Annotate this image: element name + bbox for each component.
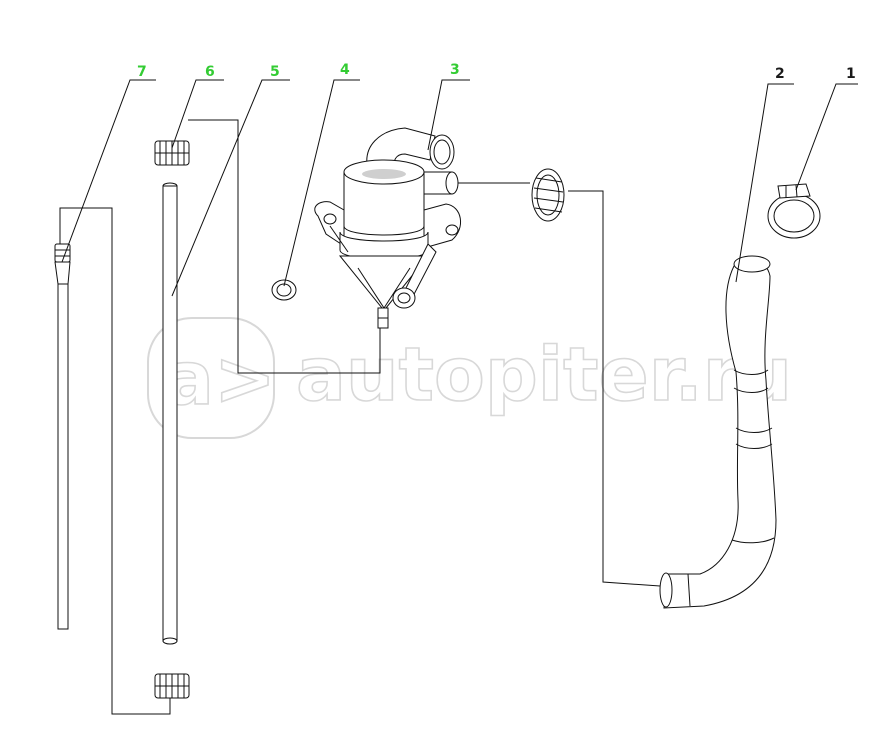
callout-7: 7 — [137, 64, 147, 80]
watermark-logo: a> — [164, 336, 276, 422]
part-2-hose — [659, 255, 777, 609]
callout-4: 4 — [340, 62, 350, 78]
part-3-oil-separator — [314, 127, 461, 329]
watermark-logo-frame — [147, 317, 275, 439]
callout-labels: 1 2 3 4 5 6 7 — [137, 62, 856, 82]
watermark-text: autopiter.ru — [296, 332, 792, 418]
part-6-coupling-lower — [154, 673, 190, 699]
part-7-dipstick-tube — [54, 243, 71, 630]
callout-6: 6 — [205, 64, 215, 80]
callout-leaders — [61, 79, 858, 297]
part-5-tube — [162, 182, 178, 645]
part-1-hose-clamp — [767, 183, 821, 239]
assembly-lines — [59, 119, 661, 715]
callout-3: 3 — [450, 62, 460, 78]
hose-clip-mid — [531, 168, 565, 222]
callout-1: 1 — [846, 66, 856, 82]
watermark: a> autopiter.ru — [147, 317, 793, 439]
callout-2: 2 — [775, 66, 785, 82]
callout-5: 5 — [270, 64, 280, 80]
part-4-plug — [271, 279, 297, 301]
part-6-coupling-upper — [154, 140, 190, 166]
